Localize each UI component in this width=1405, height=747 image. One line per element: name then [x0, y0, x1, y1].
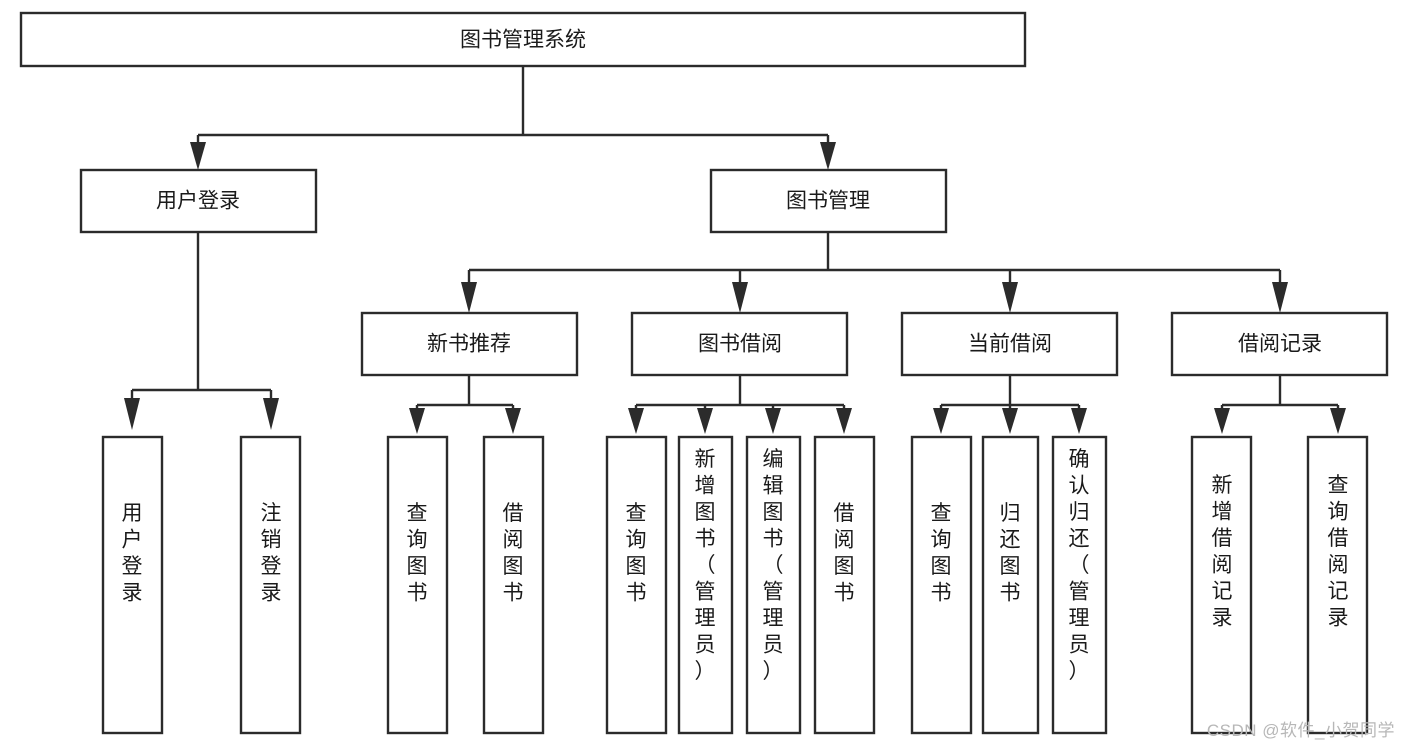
- node-new-book-recommend-label: 新书推荐: [427, 333, 511, 356]
- node-leaf-query-borrow-record[interactable]: 查询借阅记录: [1306, 435, 1369, 735]
- node-leaf-add-book-admin-box[interactable]: [677, 435, 734, 735]
- node-root[interactable]: 图书管理系统: [19, 11, 1027, 68]
- arrow-to-leaf-borrow-book-2-icon: [836, 408, 852, 434]
- arrow-to-leaf-return-book-icon: [1002, 408, 1018, 434]
- node-book-borrow-label: 图书借阅: [698, 333, 782, 356]
- node-leaf-borrow-book-2-box[interactable]: [813, 435, 876, 735]
- arrow-to-leaf-query-book-2-icon: [628, 408, 644, 434]
- node-leaf-query-book-3-box[interactable]: [910, 435, 973, 735]
- node-user-login[interactable]: 用户登录: [79, 168, 318, 234]
- node-book-management-label: 图书管理: [786, 190, 870, 213]
- arrow-to-leaf-query-book-3-icon: [933, 408, 949, 434]
- node-leaf-borrow-book-1-box[interactable]: [482, 435, 545, 735]
- arrow-to-leaf-query-borrow-record-icon: [1330, 408, 1346, 434]
- node-borrow-record-label: 借阅记录: [1238, 333, 1322, 356]
- node-leaf-borrow-book-2[interactable]: 借阅图书: [813, 435, 876, 735]
- node-leaf-add-borrow-record[interactable]: 新增借阅记录: [1190, 435, 1253, 735]
- arrow-to-leaf-borrow-book-1-icon: [505, 408, 521, 434]
- node-leaf-query-book-3-label: 查询图书: [931, 502, 952, 605]
- node-root-box[interactable]: [19, 11, 1027, 68]
- arrow-to-leaf-user-login-icon: [124, 398, 140, 430]
- node-current-borrow-label: 当前借阅: [968, 333, 1052, 356]
- node-leaf-query-book-3[interactable]: 查询图书: [910, 435, 973, 735]
- node-root-label: 图书管理系统: [460, 29, 586, 52]
- node-leaf-confirm-return-admin[interactable]: 确认归还（管理员）: [1051, 435, 1108, 735]
- arrow-to-leaf-confirm-return-admin-icon: [1071, 408, 1087, 434]
- node-current-borrow-box[interactable]: [900, 311, 1119, 377]
- csdn-watermark: CSDN @软件_小贺同学: [1206, 721, 1395, 740]
- node-leaf-user-login-box[interactable]: [101, 435, 164, 735]
- arrow-to-borrow-record-icon: [1272, 282, 1288, 313]
- node-leaf-query-book-1-box[interactable]: [386, 435, 449, 735]
- node-book-management[interactable]: 图书管理: [709, 168, 948, 234]
- node-leaf-logout-login-label: 注销登录: [261, 502, 282, 605]
- node-leaf-user-login[interactable]: 用户登录: [101, 435, 164, 735]
- node-leaf-logout-login-box[interactable]: [239, 435, 302, 735]
- node-leaf-confirm-return-admin-label: 确认归还（管理员）: [1069, 448, 1090, 683]
- node-leaf-edit-book-admin-box[interactable]: [745, 435, 802, 735]
- node-book-management-box[interactable]: [709, 168, 948, 234]
- arrow-to-leaf-query-book-1-icon: [409, 408, 425, 434]
- node-leaf-return-book-box[interactable]: [981, 435, 1040, 735]
- node-book-borrow-box[interactable]: [630, 311, 849, 377]
- arrow-to-user-login-icon: [190, 142, 206, 170]
- node-leaf-add-borrow-record-label: 新增借阅记录: [1212, 474, 1233, 630]
- node-leaf-borrow-book-1-label: 借阅图书: [503, 502, 524, 605]
- node-leaf-add-borrow-record-box[interactable]: [1190, 435, 1253, 735]
- node-leaf-edit-book-admin[interactable]: 编辑图书（管理员）: [745, 435, 802, 735]
- node-leaf-query-book-1[interactable]: 查询图书: [386, 435, 449, 735]
- node-leaf-query-borrow-record-box[interactable]: [1306, 435, 1369, 735]
- arrow-to-leaf-logout-login-icon: [263, 398, 279, 430]
- node-user-login-box[interactable]: [79, 168, 318, 234]
- node-leaf-query-book-1-label: 查询图书: [407, 502, 428, 605]
- arrow-to-current-borrow-icon: [1002, 282, 1018, 313]
- node-new-book-recommend-box[interactable]: [360, 311, 579, 377]
- arrow-to-leaf-add-book-admin-icon: [697, 408, 713, 434]
- node-leaf-borrow-book-1[interactable]: 借阅图书: [482, 435, 545, 735]
- node-leaf-user-login-label: 用户登录: [122, 502, 143, 605]
- arrow-to-new-book-recommend-icon: [461, 282, 477, 313]
- node-new-book-recommend[interactable]: 新书推荐: [360, 311, 579, 377]
- arrow-to-leaf-add-borrow-record-icon: [1214, 408, 1230, 434]
- arrow-to-book-management-icon: [820, 142, 836, 170]
- node-current-borrow[interactable]: 当前借阅: [900, 311, 1119, 377]
- node-leaf-query-book-2-box[interactable]: [605, 435, 668, 735]
- node-user-login-label: 用户登录: [156, 190, 240, 213]
- node-leaf-return-book-label: 归还图书: [1000, 502, 1021, 605]
- node-leaf-logout-login[interactable]: 注销登录: [239, 435, 302, 735]
- node-leaf-return-book[interactable]: 归还图书: [981, 435, 1040, 735]
- node-leaf-add-book-admin[interactable]: 新增图书（管理员）: [677, 435, 734, 735]
- node-borrow-record-box[interactable]: [1170, 311, 1389, 377]
- node-leaf-query-book-2[interactable]: 查询图书: [605, 435, 668, 735]
- node-leaf-query-borrow-record-label: 查询借阅记录: [1328, 474, 1349, 630]
- node-leaf-edit-book-admin-label: 编辑图书（管理员）: [763, 448, 784, 683]
- connector-layer: [124, 66, 1346, 434]
- node-borrow-record[interactable]: 借阅记录: [1170, 311, 1389, 377]
- arrow-to-leaf-edit-book-admin-icon: [765, 408, 781, 434]
- arrow-to-book-borrow-icon: [732, 282, 748, 313]
- node-leaf-confirm-return-admin-box[interactable]: [1051, 435, 1108, 735]
- node-leaf-query-book-2-label: 查询图书: [626, 502, 647, 605]
- node-leaf-borrow-book-2-label: 借阅图书: [834, 502, 855, 605]
- node-book-borrow[interactable]: 图书借阅: [630, 311, 849, 377]
- node-leaf-add-book-admin-label: 新增图书（管理员）: [695, 448, 716, 683]
